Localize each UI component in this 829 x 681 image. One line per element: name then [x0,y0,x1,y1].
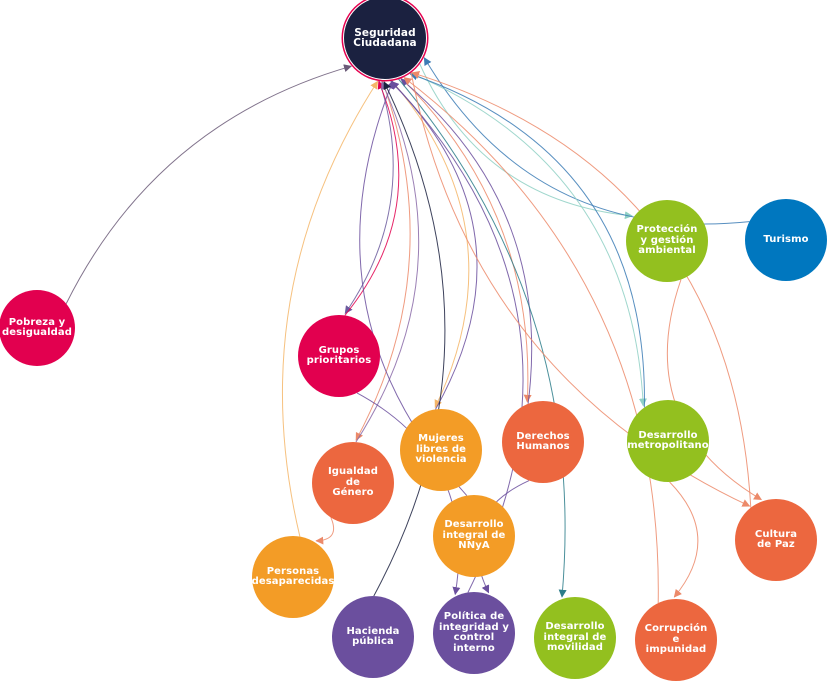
node-label: Cultura de Paz [754,528,798,550]
node-label: Política de integridad y control interno [439,611,509,654]
edge-mujeres-to-seguridad [390,81,478,410]
edge-derechos-to-seguridad [400,78,533,404]
node-label: Grupos prioritarios [306,344,372,366]
node-label: Protección y gestión ambiental [636,224,698,257]
node-label: Corrupción e impunidad [644,623,708,656]
node-mujeres-libres-de-violencia[interactable]: Mujeres libres de violencia [400,409,482,491]
edge-personas-to-seguridad [281,80,379,537]
edge-pobreza-to-seguridad [65,64,352,304]
edge-seguridad-to-grupos [344,79,394,315]
node-label: Personas desaparecidas [251,565,335,587]
node-corrupcion-e-impunidad[interactable]: Corrupción e impunidad [635,599,717,681]
node-label: Hacienda pública [346,625,400,647]
node-label: Seguridad Ciudadana [353,26,417,49]
node-pobreza-y-desigualdad[interactable]: Pobreza y desigualdad [0,290,75,366]
edge-turismo-to-seguridad [423,57,750,225]
node-derechos-humanos[interactable]: Derechos Humanos [502,401,584,483]
node-label: Mujeres libres de violencia [415,433,467,466]
node-grupos-prioritarios[interactable]: Grupos prioritarios [298,315,380,397]
edge-igualdad-to-seguridad [355,81,420,443]
edge-seguridad-to-igualdad [355,79,411,441]
node-seguridad-ciudadana[interactable]: Seguridad Ciudadana [343,0,427,80]
node-label: Desarrollo integral de NNyA [442,519,506,552]
node-igualdad-de-genero[interactable]: Igualdad de Género [312,442,394,524]
edge-seguridad-to-metropolitano [408,71,647,407]
node-cultura-de-paz[interactable]: Cultura de Paz [735,499,817,581]
node-desarrollo-integral-nnya[interactable]: Desarrollo integral de NNyA [433,495,515,577]
node-label: Turismo [763,233,809,245]
node-turismo[interactable]: Turismo [745,199,827,281]
node-label: Derechos Humanos [516,430,570,452]
edge-seguridad-to-proteccion [418,62,633,220]
edge-seguridad-to-mujeres [390,79,470,409]
edge-grupos-to-seguridad [344,80,400,316]
node-desarrollo-integral-de-movilidad[interactable]: Desarrollo integral de movilidad [534,597,616,679]
edge-metropolitano-to-seguridad [409,72,645,408]
node-desarrollo-metropolitano[interactable]: Desarrollo metropolitano [627,400,709,482]
node-label: Pobreza y desigualdad [2,316,72,338]
node-personas-desaparecidas[interactable]: Personas desaparecidas [252,536,334,618]
edge-seguridad-to-movilidad [397,77,567,598]
edge-corrupcion-to-seguridad [403,77,659,604]
node-label: Desarrollo integral de movilidad [543,621,607,654]
node-label: Igualdad de Género [327,466,379,499]
node-proteccion-gestion-ambiental[interactable]: Protección y gestión ambiental [626,200,708,282]
edge-hacienda-to-seguridad [373,81,446,597]
node-hacienda-publica[interactable]: Hacienda pública [332,596,414,678]
edge-seguridad-to-derechos [399,76,532,403]
node-label: Desarrollo metropolitano [627,429,709,451]
edge-metropolitano-to-corrupcion [669,481,699,598]
edge-igualdad-to-personas [315,517,335,545]
node-politica-de-integridad[interactable]: Política de integridad y control interno [433,592,515,674]
